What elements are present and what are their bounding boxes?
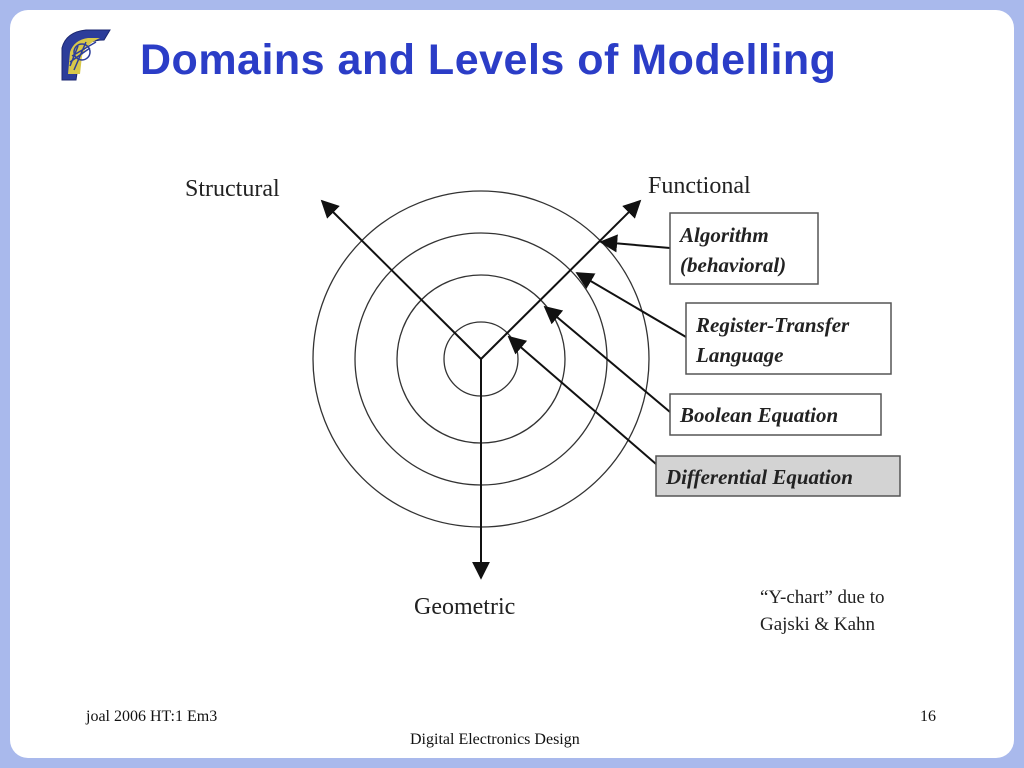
level-box-boolean-equation: Boolean Equation bbox=[669, 393, 882, 436]
level-label-rtl-line1: Register-Transfer bbox=[695, 313, 850, 337]
level-label-differential: Differential Equation bbox=[665, 465, 853, 489]
pointer-arrow-rtl bbox=[575, 272, 687, 338]
pointer-arrow-boolean bbox=[543, 305, 671, 413]
footer-author: joal 2006 HT:1 Em3 bbox=[86, 708, 218, 725]
level-box-differential-equation: Differential Equation bbox=[655, 455, 901, 497]
university-seal-icon bbox=[61, 29, 111, 81]
slide: Domains and Levels of Modelling Structur… bbox=[10, 10, 1014, 758]
functional-label: Functional bbox=[648, 173, 751, 199]
structural-axis bbox=[320, 199, 482, 360]
credit-line-2: Gajski & Kahn bbox=[760, 614, 876, 635]
pointer-arrow-algorithm bbox=[599, 234, 671, 253]
page-number: 16 bbox=[920, 708, 936, 725]
pointer-arrow-differential bbox=[507, 335, 657, 465]
level-label-rtl-line2: Language bbox=[695, 343, 784, 367]
functional-axis bbox=[480, 199, 642, 360]
slide-title: Domains and Levels of Modelling bbox=[140, 36, 837, 84]
level-label-algorithm-line2: (behavioral) bbox=[680, 253, 786, 277]
y-chart-credit: “Y-chart” due to Gajski & Kahn bbox=[760, 584, 885, 638]
credit-line-1: “Y-chart” due to bbox=[760, 587, 885, 608]
y-chart-diagram: Structural Functional Geometric Algorith… bbox=[185, 173, 901, 620]
geometric-label: Geometric bbox=[414, 594, 515, 620]
footer-course-title: Digital Electronics Design bbox=[410, 731, 580, 748]
level-box-register-transfer: Register-Transfer Language bbox=[685, 302, 892, 375]
level-label-algorithm-line1: Algorithm bbox=[678, 223, 769, 247]
level-label-boolean: Boolean Equation bbox=[679, 403, 838, 427]
structural-label: Structural bbox=[185, 176, 280, 202]
level-box-algorithm: Algorithm (behavioral) bbox=[669, 212, 819, 285]
